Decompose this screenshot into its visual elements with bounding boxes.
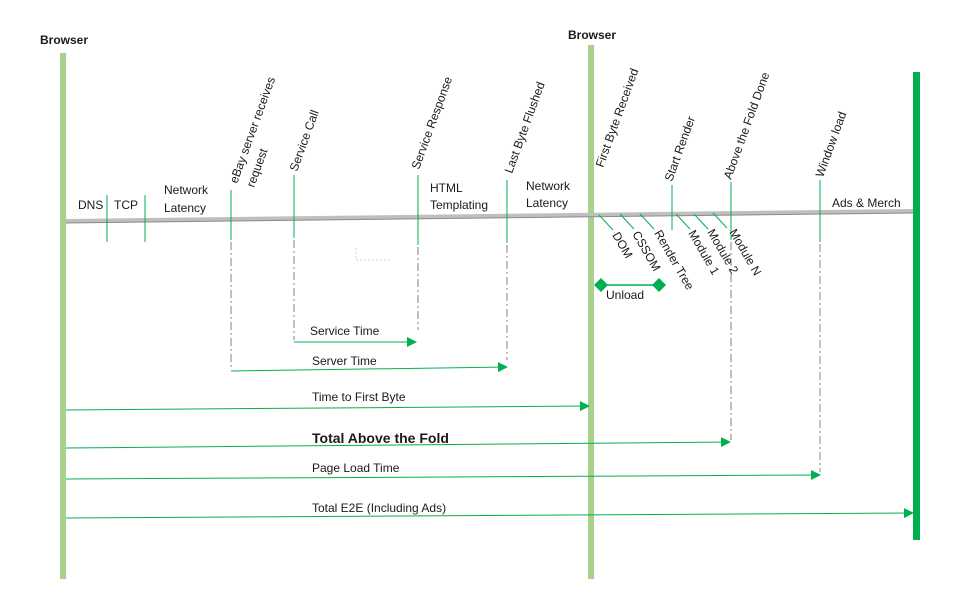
label-ttfb: Time to First Byte — [312, 390, 406, 404]
label-dns: DNS — [78, 198, 103, 212]
label-tcp: TCP — [114, 198, 138, 212]
browser-label-left: Browser — [40, 33, 88, 47]
event-first-byte: First Byte Received — [593, 66, 642, 169]
tick-module1 — [675, 213, 691, 230]
event-service-response: Service Response — [409, 74, 456, 171]
tick-moduleN — [712, 212, 728, 229]
arrow-total-atf — [65, 437, 731, 449]
timeline-axis — [65, 209, 914, 223]
label-total-e2e: Total E2E (Including Ads) — [312, 501, 446, 515]
label-unload: Unload — [606, 288, 644, 302]
label-ads-merch: Ads & Merch — [832, 196, 901, 210]
browser-bar-mid — [588, 45, 594, 579]
label-page-load: Page Load Time — [312, 461, 400, 475]
label-total-atf: Total Above the Fold — [312, 430, 449, 446]
tick-module2 — [693, 213, 709, 230]
browser-label-mid: Browser — [568, 28, 616, 42]
label-html-templating-a: HTML — [430, 181, 463, 195]
event-service-call: Service Call — [287, 108, 322, 173]
event-last-byte: Last Byte Flushed — [502, 80, 548, 175]
label-html-templating-b: Templating — [430, 198, 488, 212]
arrow-page-load — [65, 470, 821, 481]
tick-dom — [598, 214, 614, 231]
arrow-total-e2e — [65, 508, 914, 519]
timeline-axis-shadow — [65, 212, 914, 224]
tick-render-tree — [639, 213, 655, 230]
unload-diamond-left — [594, 278, 608, 292]
arrow-server-time — [230, 362, 508, 373]
event-atf-done: Above the Fold Done — [721, 70, 773, 181]
label-network-latency-2a: Network — [526, 179, 571, 193]
unload-diamond-right — [652, 278, 666, 292]
label-server-time: Server Time — [312, 354, 377, 368]
label-network-latency-1a: Network — [164, 183, 209, 197]
event-start-render: Start Render — [662, 114, 698, 183]
label-network-latency-1b: Latency — [164, 201, 206, 215]
browser-bar-left — [60, 53, 66, 579]
event-window-load: Window load — [813, 110, 850, 179]
tick-cssom — [619, 213, 635, 230]
label-network-latency-2b: Latency — [526, 196, 568, 210]
label-service-time: Service Time — [310, 324, 380, 338]
dotted-stub — [355, 248, 392, 261]
browser-bar-end — [913, 72, 920, 540]
arrow-ttfb — [65, 401, 590, 412]
